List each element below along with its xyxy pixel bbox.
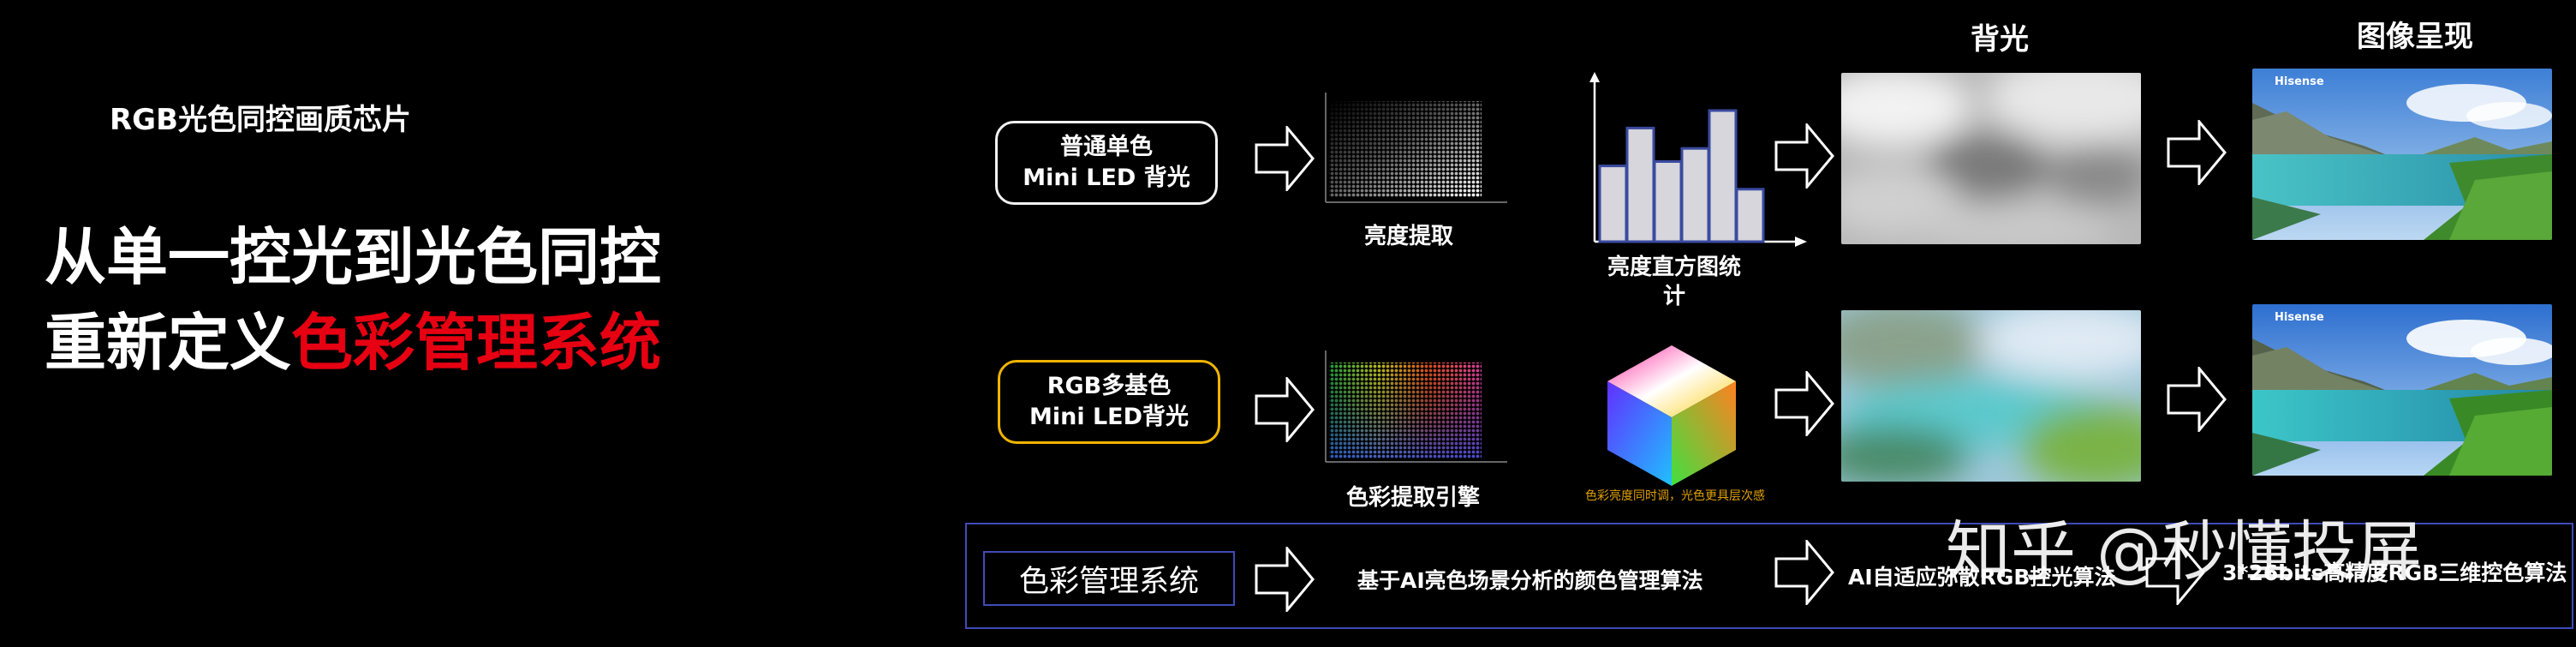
- landscape-illustration: [2252, 304, 2552, 476]
- arrow-right-icon: [2167, 367, 2227, 432]
- mono-label-line2: Mini LED 背光: [1023, 165, 1190, 191]
- arrow-right-icon: [1255, 377, 1315, 442]
- color-extract-caption: 色彩提取引擎: [1345, 485, 1480, 511]
- histogram-bar: [1625, 126, 1655, 243]
- histogram-bar: [1653, 160, 1683, 243]
- histogram-bar: [1680, 147, 1710, 243]
- histogram-caption-line1: 亮度直方图统: [1607, 255, 1741, 280]
- rgb-backlight-image: [1841, 310, 2141, 482]
- histogram-y-arrow-icon: [1589, 72, 1600, 82]
- histogram-bar: [1598, 165, 1628, 243]
- histogram-caption-line2: 计: [1662, 284, 1685, 309]
- color-cube-icon: [1607, 345, 1736, 486]
- mono-miniled-label: 普通单色 Mini LED 背光: [995, 121, 1218, 205]
- histogram-bar: [1735, 188, 1765, 243]
- brightness-histogram-chart: [1589, 72, 1807, 247]
- headline-line-1: 从单一控光到光色同控: [45, 221, 662, 293]
- brand-logo-text: Hisense: [2275, 311, 2324, 324]
- color-management-system-panel: [965, 523, 2573, 629]
- color-management-system-label: 色彩管理系统: [983, 551, 1235, 606]
- backlight-column-title: 背光: [1971, 22, 2029, 57]
- brightness-extract-caption: 亮度提取: [1363, 224, 1453, 249]
- brand-logo-text: Hisense: [2275, 75, 2324, 88]
- slide-subtitle: RGB光色同控画质芯片: [110, 103, 412, 137]
- histogram-bar: [1708, 109, 1738, 243]
- ai-diffuse-rgb-algorithm: AI自适应弥散RGB控光算法: [1848, 565, 2116, 590]
- headline-line-2: 重新定义色彩管理系统: [45, 300, 661, 386]
- rgb-3d-color-algorithm: 3*26bits高精度RGB三维控色算法: [2222, 560, 2567, 585]
- arrow-right-icon: [1774, 540, 1834, 605]
- mono-label-line1: 普通单色: [1060, 134, 1153, 160]
- landscape-illustration: [2252, 69, 2552, 240]
- histogram-caption: 亮度直方图统 计: [1589, 253, 1760, 311]
- headline-line-2-white: 重新定义: [45, 307, 292, 379]
- image-column-title: 图像呈现: [2357, 20, 2473, 54]
- arrow-right-icon: [2145, 540, 2205, 605]
- headline-line-2-red: 色彩管理系统: [291, 307, 662, 379]
- histogram-x-arrow-icon: [1795, 237, 1807, 247]
- watermark-text: 知乎 @秒懂投屏: [1946, 513, 2423, 590]
- arrow-right-icon: [1774, 371, 1834, 436]
- arrow-right-icon: [1255, 547, 1315, 612]
- rgb-label-line1: RGB多基色: [1046, 373, 1172, 399]
- arrow-right-icon: [1255, 126, 1315, 191]
- landscape-image-row2: Hisense: [2252, 304, 2552, 476]
- color-cube-caption: 色彩亮度同时调，光色更具层次感: [1585, 489, 1765, 503]
- color-grid-chart: [1325, 350, 1507, 463]
- slide-headline: 从单一控光到光色同控 重新定义色彩管理系统: [45, 214, 661, 386]
- ai-scene-color-algorithm: 基于AI亮色场景分析的颜色管理算法: [1357, 568, 1703, 593]
- landscape-image-row1: Hisense: [2252, 69, 2552, 240]
- mono-backlight-image: [1841, 73, 2141, 244]
- rgb-miniled-label: RGB多基色 Mini LED背光: [998, 360, 1220, 444]
- arrow-right-icon: [1774, 123, 1834, 189]
- rgb-label-line2: Mini LED背光: [1029, 404, 1190, 430]
- brightness-grid-chart: [1325, 93, 1507, 203]
- arrow-right-icon: [2167, 120, 2227, 185]
